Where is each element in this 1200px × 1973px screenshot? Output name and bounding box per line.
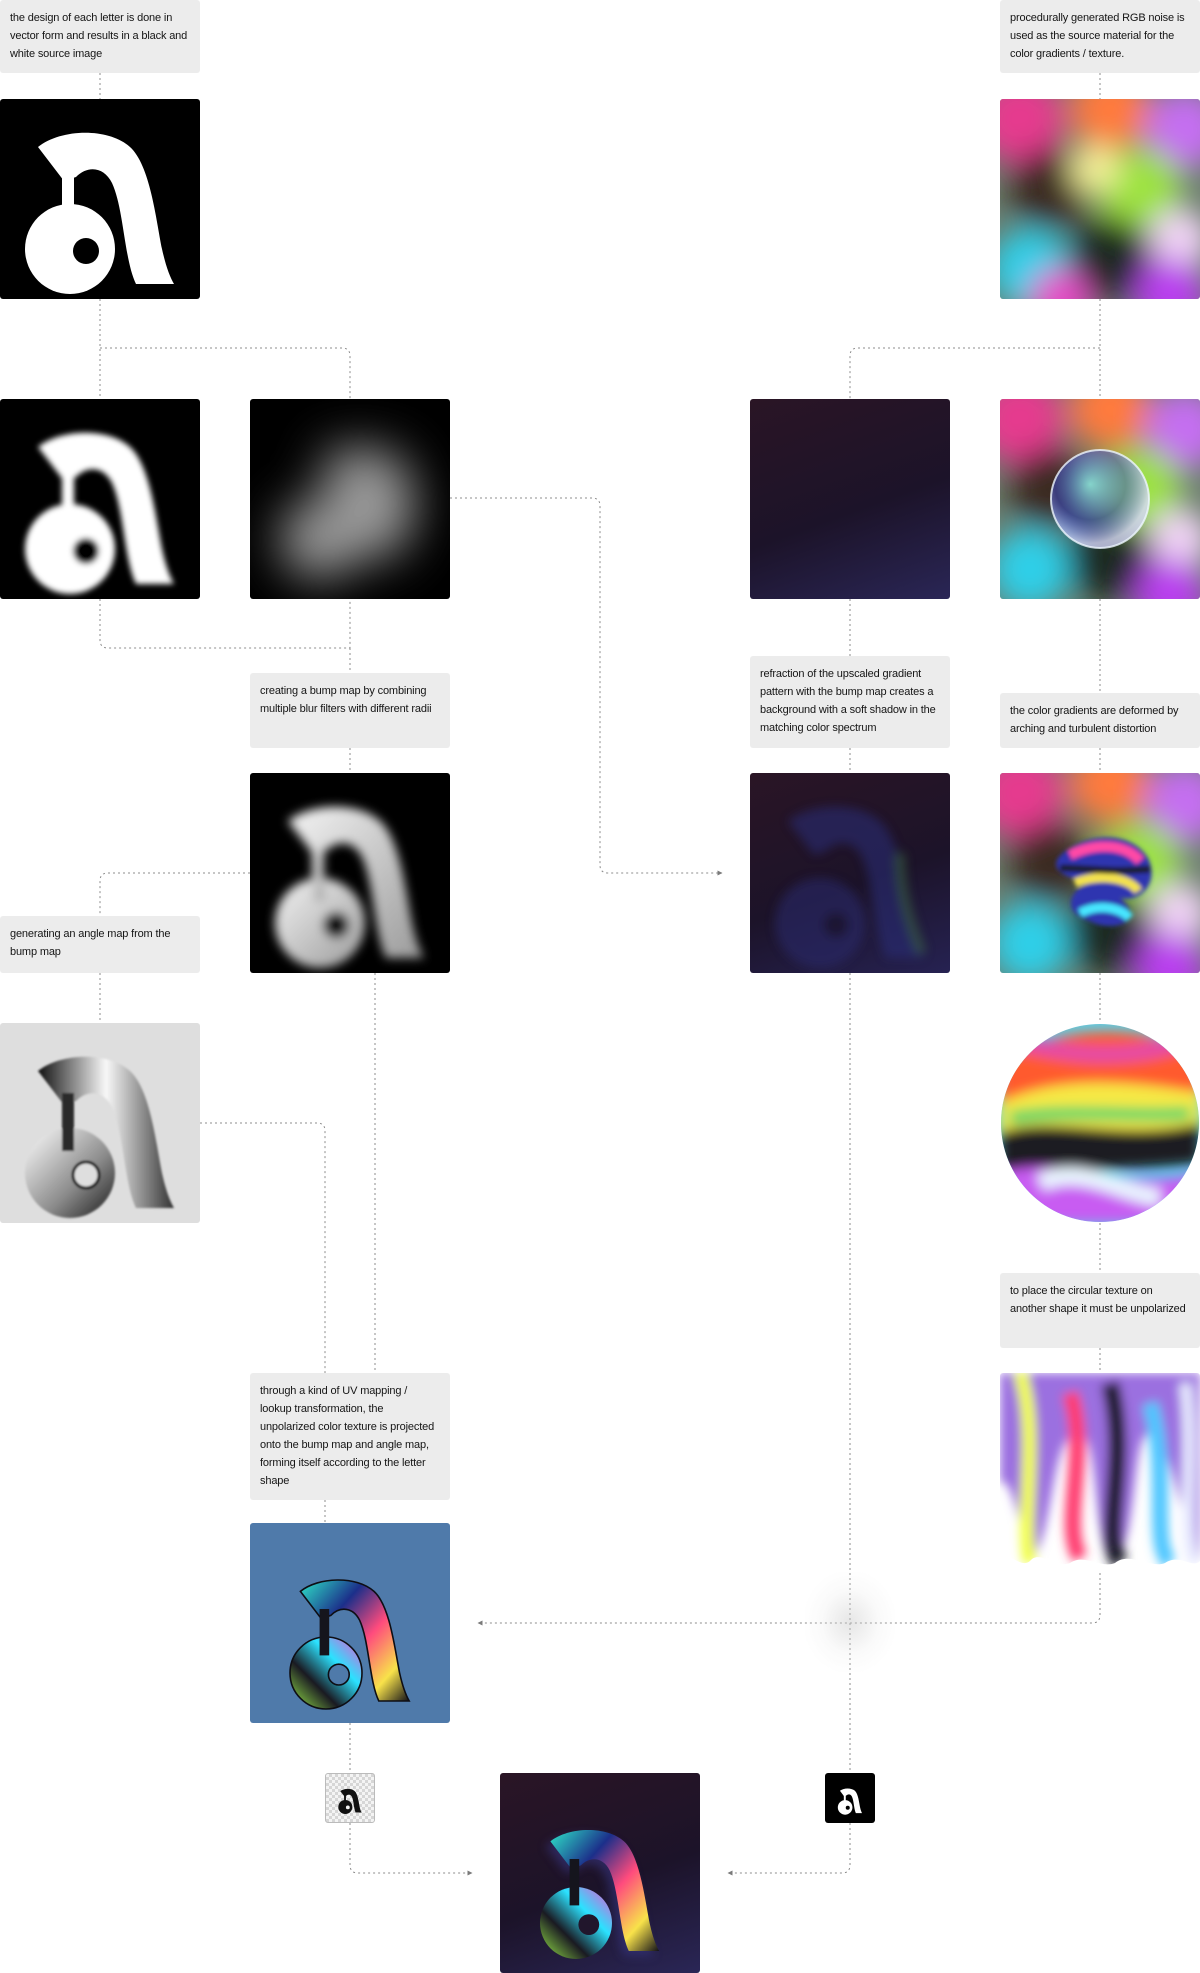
tile-blur-letter [0,399,200,599]
tile-rgb-noise [1000,99,1200,299]
tile-refraction [750,773,950,973]
letter-a-glyph [25,132,174,294]
badge-transparency-letter [325,1773,375,1823]
tile-bump-map [250,773,450,973]
tile-noise-sphere [1000,399,1200,599]
tile-deformed [1000,773,1200,973]
tile-polar-disc [1000,1023,1200,1223]
note-vector-source: the design of each letter is done in vec… [0,0,200,73]
connector-bump-to-anglenote [99,872,250,916]
connector-angle-to-uvnote [200,1122,326,1373]
note-unpolarize: to place the circular texture on another… [1000,1273,1200,1348]
tile-angle-map [0,1023,200,1223]
note-deform: the color gradients are deformed by arch… [1000,693,1200,748]
connector-badge-to-final [349,1823,473,1876]
note-refraction: refraction of the upscaled gradient patt… [750,656,950,748]
connector-source-to-softblur [100,347,351,399]
note-bump-map: creating a bump map by combining multipl… [250,673,450,748]
tile-uv-mapped [250,1523,450,1723]
connector-unpol-to-mapped [477,1573,1101,1626]
connector-noise-to-dark [849,347,1100,399]
note-uv-mapping: through a kind of UV mapping / lookup tr… [250,1373,450,1500]
tile-final-result [500,1773,700,1973]
connector-blurs-merge [99,599,351,649]
badge-mask-letter [825,1773,875,1823]
note-angle-map: generating an angle map from the bump ma… [0,916,200,973]
connector-softblur-to-refraction [450,497,723,876]
tile-dark-gradient [750,399,950,599]
tile-soft-blur [250,399,450,599]
tile-unpolarized [1000,1373,1200,1573]
tile-vector-letter [0,99,200,299]
note-rgb-noise: procedurally generated RGB noise is used… [1000,0,1200,73]
connector-badge-to-final-right [727,1823,851,1876]
